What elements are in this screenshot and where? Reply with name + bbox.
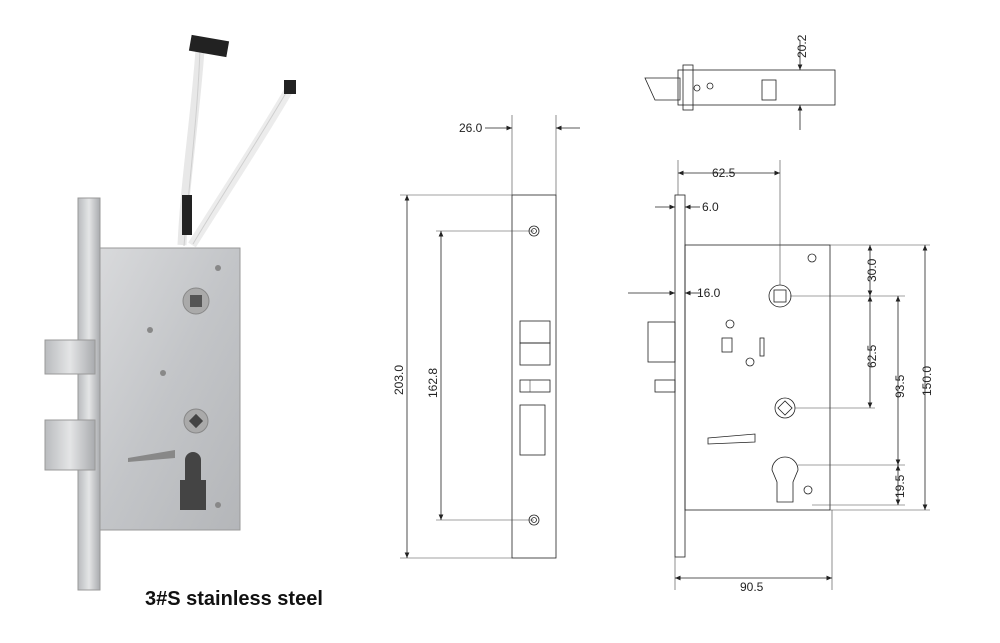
dim-screw-spacing: 162.8 [426, 368, 440, 398]
dim-latch-offset: 16.0 [697, 286, 721, 300]
deadbolt [44, 419, 96, 471]
dim-height: 203.0 [392, 365, 406, 395]
lock-photo [44, 34, 296, 591]
caption: 3#S stainless steel [145, 588, 323, 610]
dim-faceplate-thickness: 6.0 [702, 200, 719, 214]
faceplate [77, 197, 101, 591]
dim-spindle-to-cylinder: 93.5 [893, 374, 907, 398]
dim-thickness: 20.2 [795, 34, 809, 58]
dim-cylinder-to-screw: 19.5 [893, 474, 907, 498]
dim-width: 26.0 [459, 121, 483, 135]
top-view [644, 40, 836, 130]
dim-body-depth: 90.5 [740, 580, 764, 594]
latch-bolt [44, 339, 96, 375]
dim-body-height: 150.0 [920, 366, 934, 396]
dim-top-to-spindle: 30.0 [865, 258, 879, 282]
side-view [628, 160, 930, 590]
faceplate-front-view [400, 115, 580, 559]
dim-spindle-to-square: 62.5 [865, 344, 879, 368]
dim-backset: 62.5 [712, 166, 736, 180]
lock-body [95, 247, 241, 531]
